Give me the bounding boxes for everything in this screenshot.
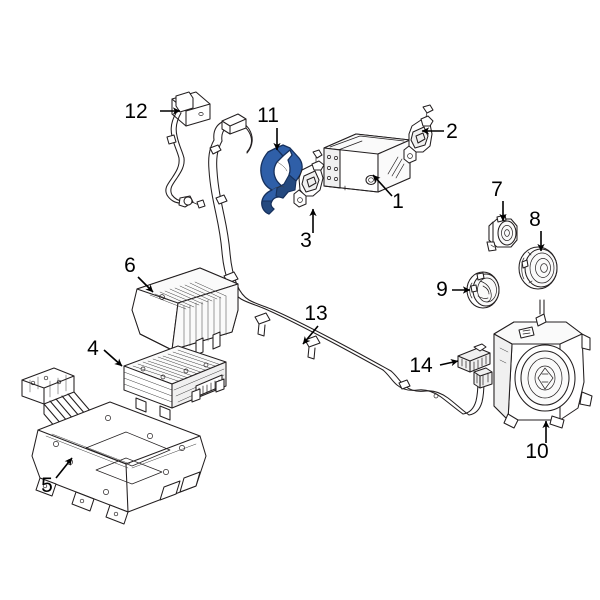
callout-leader-13 (302, 325, 319, 345)
part-audio-wiring-harness[interactable] (208, 113, 493, 416)
callout-leader-4 (103, 349, 123, 367)
callout-2[interactable]: 2 (421, 120, 458, 143)
callout-label-4: 4 (87, 337, 99, 360)
part-amplifier-mounting-bracket-panel[interactable] (21, 367, 207, 525)
callout-label-10: 10 (525, 440, 548, 463)
part-radio-mounting-bracket-left[interactable] (293, 149, 325, 208)
part-mid-range-speaker[interactable] (518, 246, 558, 290)
callout-10[interactable]: 10 (525, 420, 550, 463)
callout-label-14: 14 (409, 354, 433, 377)
part-tweeter-speaker[interactable] (486, 214, 518, 252)
part-radio-mounting-bracket-right[interactable] (403, 104, 434, 164)
callout-6[interactable]: 6 (124, 254, 154, 293)
callout-label-12: 12 (124, 100, 147, 123)
callout-5[interactable]: 5 (41, 457, 73, 497)
callout-label-11: 11 (257, 104, 279, 127)
part-wiring-harness-connector[interactable] (457, 343, 491, 373)
callout-13[interactable]: 13 (302, 302, 328, 345)
callout-14[interactable]: 14 (409, 354, 459, 377)
part-audio-amplifier[interactable] (123, 345, 227, 421)
callout-label-1: 1 (392, 190, 404, 213)
callout-leader-1 (372, 174, 393, 197)
callout-4[interactable]: 4 (87, 337, 123, 367)
callout-label-2: 2 (446, 120, 458, 143)
callout-leader-14 (439, 358, 459, 367)
part-small-speaker[interactable] (466, 271, 500, 309)
callout-label-6: 6 (124, 254, 136, 277)
callout-label-8: 8 (529, 208, 541, 231)
callout-label-3: 3 (300, 229, 312, 252)
callout-leader-6 (137, 276, 154, 293)
callout-9[interactable]: 9 (436, 278, 471, 301)
callout-1[interactable]: 1 (372, 174, 404, 213)
part-subwoofer-enclosure[interactable] (493, 299, 593, 429)
callout-label-13: 13 (304, 302, 327, 325)
part-antenna-cable-assembly[interactable] (165, 91, 211, 209)
part-amplifier-cover[interactable] (131, 267, 239, 356)
callout-label-7: 7 (491, 178, 503, 201)
callout-7[interactable]: 7 (491, 178, 507, 222)
callout-11[interactable]: 11 (257, 104, 281, 151)
part-radio-receiver-head-unit[interactable] (323, 133, 411, 193)
callout-label-5: 5 (41, 474, 53, 497)
callout-label-9: 9 (436, 278, 448, 301)
callout-12[interactable]: 12 (124, 100, 181, 123)
part-radio-support-bracket-highlighted[interactable] (260, 144, 303, 215)
callout-3[interactable]: 3 (300, 208, 317, 252)
callout-leader-5 (55, 457, 73, 479)
callout-8[interactable]: 8 (529, 208, 545, 252)
